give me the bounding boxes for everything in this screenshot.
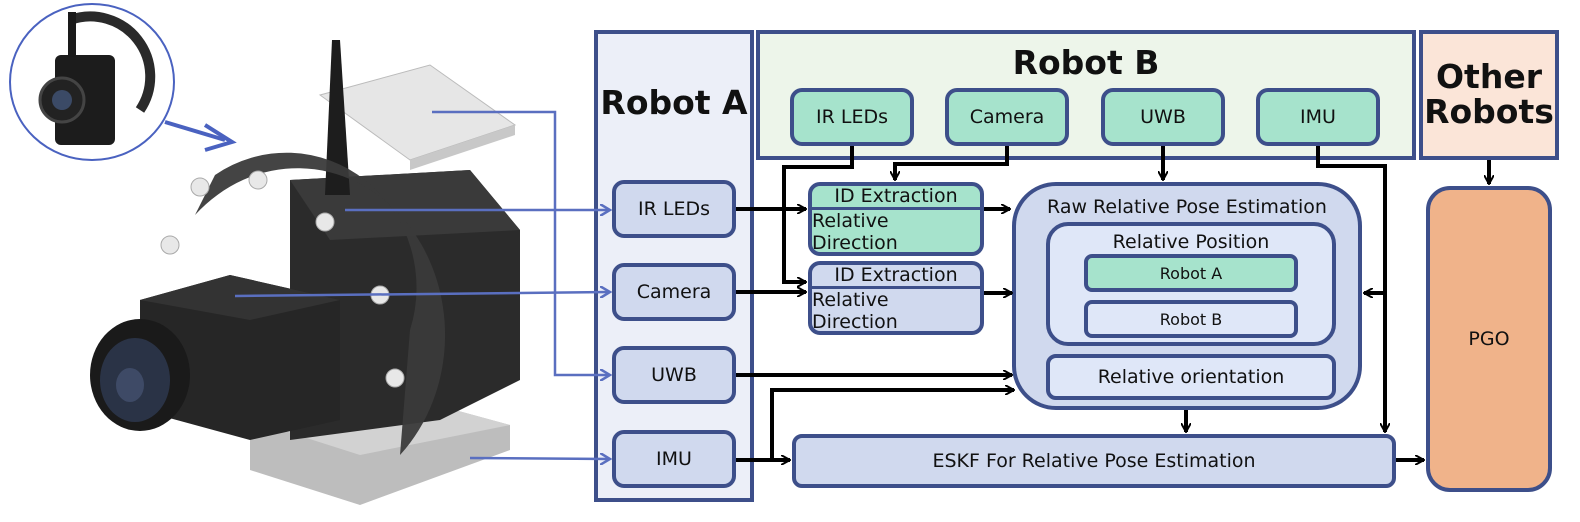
robot-a-title: Robot A: [600, 83, 748, 122]
eskf-label: ESKF For Relative Pose Estimation: [932, 450, 1256, 472]
robot-b-imu: IMU: [1256, 88, 1380, 146]
robot-a-ir-leds: IR LEDs: [612, 180, 736, 238]
relative-position-title: Relative Position: [1112, 231, 1270, 253]
sensor-module-render: [90, 40, 520, 505]
robot-b-ir-leds-label: IR LEDs: [816, 106, 888, 128]
raw-pose-title: Raw Relative Pose Estimation: [1047, 196, 1327, 218]
eskf-box: ESKF For Relative Pose Estimation: [792, 434, 1396, 488]
id-extraction-label: ID Extraction: [812, 264, 980, 289]
robot-a-imu: IMU: [612, 430, 736, 488]
inset-arrow-icon: [164, 120, 237, 152]
robot-b-camera-label: Camera: [969, 106, 1045, 128]
robot-b-uwb-label: UWB: [1140, 106, 1186, 128]
other-robots-title: Other Robots: [1424, 57, 1554, 131]
robot-a-ir-leds-label: IR LEDs: [638, 198, 710, 220]
pointer-camera: [234, 292, 610, 296]
relative-position-robot-b: Robot B: [1084, 300, 1298, 338]
robot-a-uwb: UWB: [612, 346, 736, 404]
relative-direction-label: Relative Direction: [812, 288, 898, 333]
inset-photo-frame: [9, 3, 175, 161]
relative-direction-label: Relative Direction: [812, 209, 898, 254]
robot-a-camera-label: Camera: [636, 281, 712, 303]
inset-camera-photo: [38, 11, 156, 145]
pointer-imu: [469, 458, 610, 459]
robot-a-imu-label: IMU: [656, 448, 692, 470]
id-extraction-block-a: ID Extraction Relative Direction: [808, 261, 984, 335]
robot-b-uwb: UWB: [1101, 88, 1225, 146]
pgo-label: PGO: [1468, 328, 1510, 350]
robot-b-ir-leds: IR LEDs: [790, 88, 914, 146]
robot-b-camera: Camera: [945, 88, 1069, 146]
robot-b-title: Robot B: [1012, 43, 1160, 82]
robot-a-uwb-label: UWB: [651, 364, 697, 386]
other-robots-panel: Other Robots: [1419, 30, 1559, 160]
robot-a-label: Robot A: [1159, 263, 1223, 283]
robot-a-camera: Camera: [612, 263, 736, 321]
relative-orientation-label: Relative orientation: [1097, 366, 1285, 388]
pointer-uwb: [432, 110, 610, 375]
id-extraction-label: ID Extraction: [812, 185, 980, 210]
robot-b-label: Robot B: [1159, 309, 1223, 329]
relative-orientation-box: Relative orientation: [1046, 354, 1336, 400]
pgo-box: PGO: [1426, 186, 1552, 492]
id-extraction-block-b: ID Extraction Relative Direction: [808, 182, 984, 256]
relative-position-robot-a: Robot A: [1084, 254, 1298, 292]
robot-b-imu-label: IMU: [1300, 106, 1336, 128]
